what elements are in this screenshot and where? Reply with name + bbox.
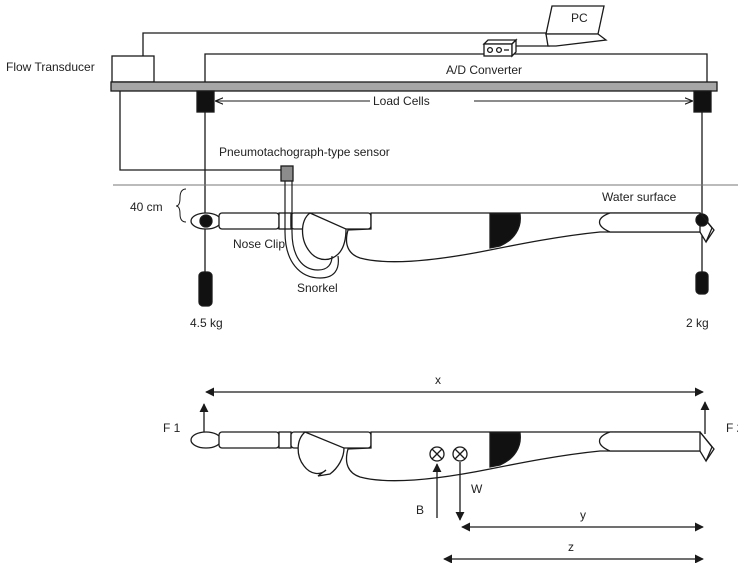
depth-brace [175, 188, 187, 223]
w-label: W [471, 482, 483, 496]
weight-left-label: 4.5 kg [190, 316, 223, 330]
y-label: y [580, 508, 586, 522]
ad-converter-icon [482, 38, 518, 58]
z-label: z [568, 540, 574, 554]
trunks [489, 213, 521, 249]
foot [699, 431, 715, 462]
arm-segment [218, 431, 280, 449]
weight-right [695, 271, 709, 295]
load-cell-left [196, 90, 215, 113]
calf [598, 431, 701, 452]
trunks [489, 432, 521, 468]
pneumotach-sensor [280, 165, 294, 182]
pneumotach-sensor-label: Pneumotachograph-type sensor [219, 145, 390, 159]
swimmer-top [190, 181, 715, 279]
force-diagram [190, 387, 715, 563]
arm-segment [218, 212, 280, 230]
nose-clip-label: Nose Clip [233, 237, 285, 251]
attachment-point-foot [695, 213, 709, 227]
torso [297, 431, 345, 477]
x-label: x [435, 373, 441, 387]
pc-label: PC [571, 11, 588, 25]
swimmer-bottom [190, 431, 715, 482]
depth-label: 40 cm [130, 200, 163, 214]
center-of-mass-symbol [452, 446, 468, 462]
transducer-to-sensor-tube [119, 68, 282, 171]
weight-right-label: 2 kg [686, 316, 709, 330]
flow-transducer-box [111, 55, 155, 83]
water-surface-label: Water surface [602, 190, 677, 204]
snorkel-label: Snorkel [297, 281, 338, 295]
b-label: B [416, 503, 424, 517]
measurement-setup [110, 5, 738, 307]
foot [699, 212, 715, 243]
ad-converter-label: A/D Converter [446, 63, 522, 77]
weight-left [198, 271, 213, 307]
attachment-point-head [199, 214, 213, 228]
load-cell-right [693, 90, 712, 113]
head [190, 431, 222, 449]
pc-icon [545, 5, 608, 47]
f2-label: F 2 [726, 421, 738, 435]
torso [301, 212, 347, 261]
flow-transducer-label: Flow Transducer [6, 60, 95, 74]
arm-segment [278, 431, 292, 449]
support-beam [110, 81, 718, 92]
f1-label: F 1 [163, 421, 181, 435]
snorkel-tube [284, 181, 339, 279]
load-cells-label: Load Cells [373, 94, 430, 108]
center-of-buoyancy-symbol [429, 446, 445, 462]
calf [598, 212, 701, 233]
